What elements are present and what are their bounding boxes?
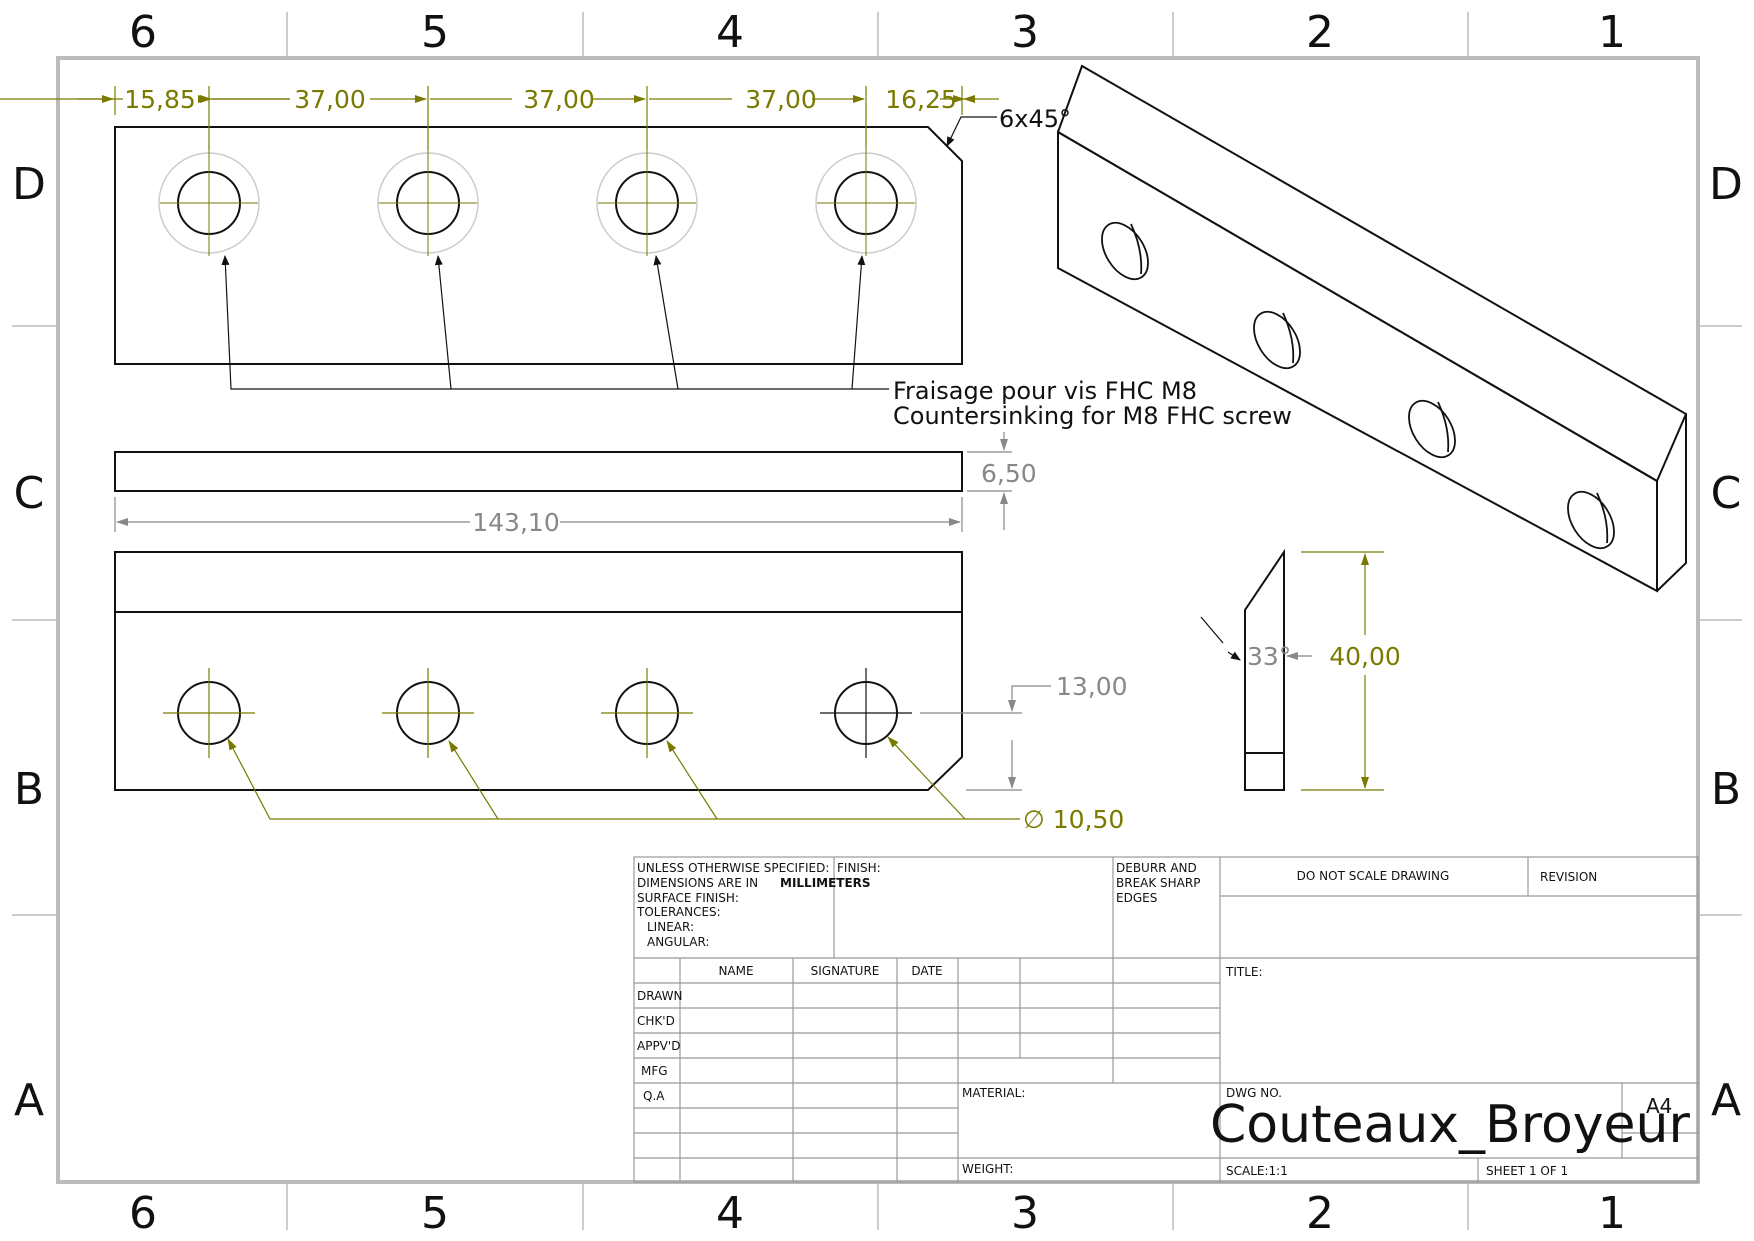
hole-height-dimension (920, 685, 1051, 791)
dim-37-a: 37,00 (294, 85, 366, 114)
back-view (114, 551, 963, 791)
zone-row-a: A (14, 1075, 44, 1126)
tb-deburr-3: EDGES (1116, 891, 1157, 905)
hole-2-countersink (377, 150, 479, 256)
front-view (114, 126, 963, 365)
zone-col-6: 6 (129, 7, 157, 58)
tb-chkd: CHK'D (637, 1014, 675, 1028)
zone-col-3-bottom: 3 (1011, 1188, 1039, 1239)
hole-3-plain (601, 668, 693, 758)
blade-height-dimension (1301, 551, 1384, 791)
tb-title-label: TITLE: (1225, 965, 1263, 979)
tb-tolerances: TOLERANCES: (636, 905, 721, 919)
tb-unless-line2: DIMENSIONS ARE IN (637, 876, 758, 890)
zone-labels-right: D C B A (1709, 159, 1743, 1126)
tb-units: MILLIMETERS (780, 876, 871, 890)
drawing-frame (12, 12, 1742, 1230)
dim-37-c: 37,00 (745, 85, 817, 114)
hole-1-countersink (158, 150, 260, 256)
dim-15-85: 15,85 (124, 85, 196, 114)
countersink-leader (221, 255, 889, 390)
tb-qa: Q.A (643, 1089, 665, 1103)
zone-row-d-right: D (1709, 159, 1743, 210)
tb-date-header: DATE (911, 964, 942, 978)
tb-scale: SCALE:1:1 (1226, 1164, 1288, 1178)
zone-col-1: 1 (1598, 7, 1626, 58)
zone-labels-top: 6 5 4 3 2 1 (129, 7, 1626, 58)
tb-drawn: DRAWN (637, 989, 683, 1003)
hole-spacing-dimensions (0, 86, 999, 150)
countersink-note-en: Countersinking for M8 FHC screw (893, 402, 1292, 430)
tb-linear: LINEAR: (647, 920, 694, 934)
side-view (1200, 548, 1312, 791)
zone-col-5: 5 (421, 7, 449, 58)
tb-unless-line1: UNLESS OTHERWISE SPECIFIED: (637, 861, 829, 875)
tb-sheet-size: A4 (1646, 1094, 1672, 1118)
zone-col-5-bottom: 5 (421, 1188, 449, 1239)
tb-revision: REVISION (1540, 870, 1597, 884)
countersink-note-fr: Fraisage pour vis FHC M8 (893, 377, 1197, 405)
overall-length-label: 143,10 (472, 508, 559, 537)
zone-col-4-bottom: 4 (716, 1188, 744, 1239)
tb-deburr-2: BREAK SHARP (1116, 876, 1200, 890)
hole-3-countersink (596, 150, 698, 256)
tb-appvd: APPV'D (637, 1039, 680, 1053)
zone-labels-left: D C B A (12, 159, 46, 1126)
zone-row-b-right: B (1711, 764, 1741, 815)
hole-1-plain (163, 668, 255, 758)
hole-spacing-labels: 15,85 37,00 37,00 37,00 16,25 (124, 85, 957, 114)
overall-length-dimension (114, 497, 963, 532)
hole-2-plain (382, 668, 474, 758)
thickness-dimension (967, 432, 1012, 530)
tb-signature-header: SIGNATURE (811, 964, 880, 978)
tb-finish: FINISH: (837, 861, 881, 875)
dim-16-25: 16,25 (885, 85, 957, 114)
zone-col-2-bottom: 2 (1306, 1188, 1334, 1239)
bevel-angle-label: 33° (1247, 642, 1291, 671)
tb-material-label: MATERIAL: (962, 1086, 1025, 1100)
iso-holes (1101, 221, 1615, 550)
chamfer-callout: 6x45° (946, 105, 1071, 147)
hole-height-label: 13,00 (1056, 672, 1128, 701)
zone-labels-bottom: 6 5 4 3 2 1 (129, 1188, 1626, 1239)
zone-col-1-bottom: 1 (1598, 1188, 1626, 1239)
tb-deburr-1: DEBURR AND (1116, 861, 1197, 875)
zone-row-d: D (12, 159, 46, 210)
zone-row-c-right: C (1711, 468, 1742, 519)
zone-col-2: 2 (1306, 7, 1334, 58)
tb-name-header: NAME (718, 964, 753, 978)
tb-dwg-no: Couteaux_Broyeur (1210, 1095, 1691, 1155)
dim-37-b: 37,00 (523, 85, 595, 114)
zone-col-3: 3 (1011, 7, 1039, 58)
zone-col-4: 4 (716, 7, 744, 58)
hole-4-countersink (815, 150, 917, 256)
zone-row-c: C (14, 468, 45, 519)
tb-mfg: MFG (641, 1064, 668, 1078)
zone-col-6-bottom: 6 (129, 1188, 157, 1239)
isometric-view (1056, 64, 1688, 593)
thickness-label: 6,50 (981, 459, 1037, 488)
hole-diameter-label: ∅ 10,50 (1023, 805, 1124, 834)
tb-weight-label: WEIGHT: (962, 1162, 1013, 1176)
top-view (114, 451, 963, 492)
zone-row-b: B (14, 764, 44, 815)
diameter-leader (227, 736, 1020, 820)
hole-4-plain (820, 668, 912, 758)
title-block (633, 856, 1699, 1183)
tb-dwg-no-label: DWG NO. (1226, 1086, 1282, 1100)
title-block-text: UNLESS OTHERWISE SPECIFIED: DIMENSIONS A… (636, 861, 1691, 1178)
tb-surface-finish: SURFACE FINISH: (637, 891, 739, 905)
blade-height-label: 40,00 (1329, 642, 1401, 671)
tb-sheet: SHEET 1 OF 1 (1486, 1164, 1568, 1178)
zone-row-a-right: A (1711, 1075, 1741, 1126)
tb-angular: ANGULAR: (647, 935, 709, 949)
tb-do-not-scale: DO NOT SCALE DRAWING (1297, 869, 1450, 883)
